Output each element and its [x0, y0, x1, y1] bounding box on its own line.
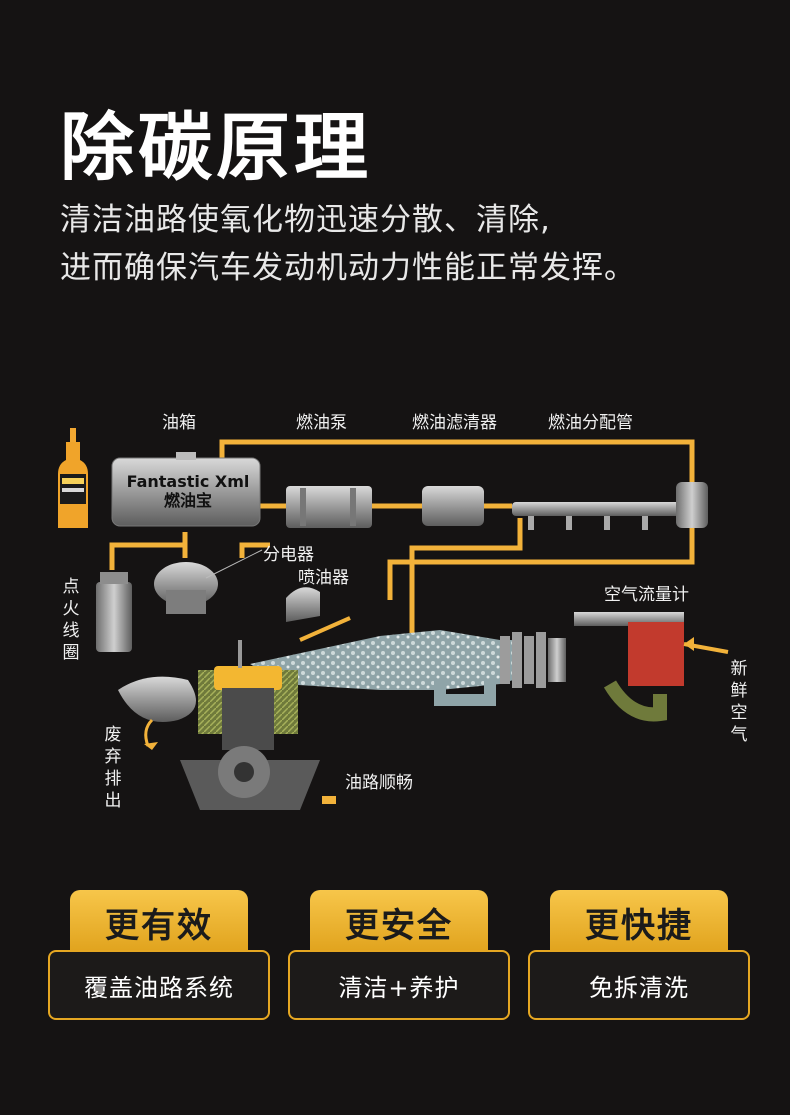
ignition-coil	[96, 572, 132, 652]
fuel-system-diagram	[58, 428, 729, 810]
label-fuel-filter: 燃油滤清器	[412, 413, 497, 433]
page-subtitle: 清洁油路使氧化物迅速分散、清除, 进而确保汽车发动机动力性能正常发挥。	[60, 196, 636, 292]
feature-desc: 免拆清洗	[528, 950, 750, 1020]
label-fuel-line: 油路顺畅	[345, 773, 413, 793]
fuel-lines	[109, 439, 695, 640]
engine-block	[180, 640, 336, 810]
feature-title: 更快捷	[550, 890, 728, 954]
feature-card-safe: 更安全 清洁+养护	[288, 890, 510, 1022]
label-fuel-pump: 燃油泵	[296, 413, 347, 433]
label-ignition-coil: 点火线圈	[62, 577, 80, 663]
fuel-tank-label-line2: 燃油宝	[163, 491, 212, 510]
label-fuel-rail: 燃油分配管	[548, 413, 633, 433]
air-flow-meter	[574, 612, 729, 722]
feature-card-fast: 更快捷 免拆清洗	[528, 890, 750, 1022]
feature-desc: 覆盖油路系统	[48, 950, 270, 1020]
fuel-filter	[422, 486, 484, 526]
feature-title: 更安全	[310, 890, 488, 954]
subtitle-line-1: 清洁油路使氧化物迅速分散、清除,	[60, 202, 551, 238]
label-distributor: 分电器	[263, 545, 314, 565]
fuel-tank-label: Fantastic Xml 燃油宝	[118, 472, 258, 510]
label-air-flow-meter: 空气流量计	[604, 585, 689, 605]
distributor	[154, 562, 218, 614]
fuel-tank	[111, 452, 261, 527]
label-fresh-air: 新鲜空气	[730, 659, 748, 745]
product-bottle-icon	[58, 428, 88, 528]
feature-desc: 清洁+养护	[288, 950, 510, 1020]
fuel-tank-label-line1: Fantastic Xml	[126, 472, 250, 491]
label-injector: 喷油器	[298, 568, 349, 588]
label-exhaust: 废弃排出	[104, 725, 122, 811]
subtitle-line-2: 进而确保汽车发动机动力性能正常发挥。	[60, 250, 636, 286]
fuel-pump	[286, 486, 372, 528]
label-fuel-tank: 油箱	[162, 413, 196, 433]
exhaust-manifold	[118, 676, 196, 750]
feature-card-effective: 更有效 覆盖油路系统	[48, 890, 270, 1022]
intake-manifold	[250, 630, 566, 706]
injector	[286, 587, 351, 642]
page-title: 除碳原理	[60, 105, 372, 191]
fuel-rail	[512, 482, 708, 530]
feature-title: 更有效	[70, 890, 248, 954]
